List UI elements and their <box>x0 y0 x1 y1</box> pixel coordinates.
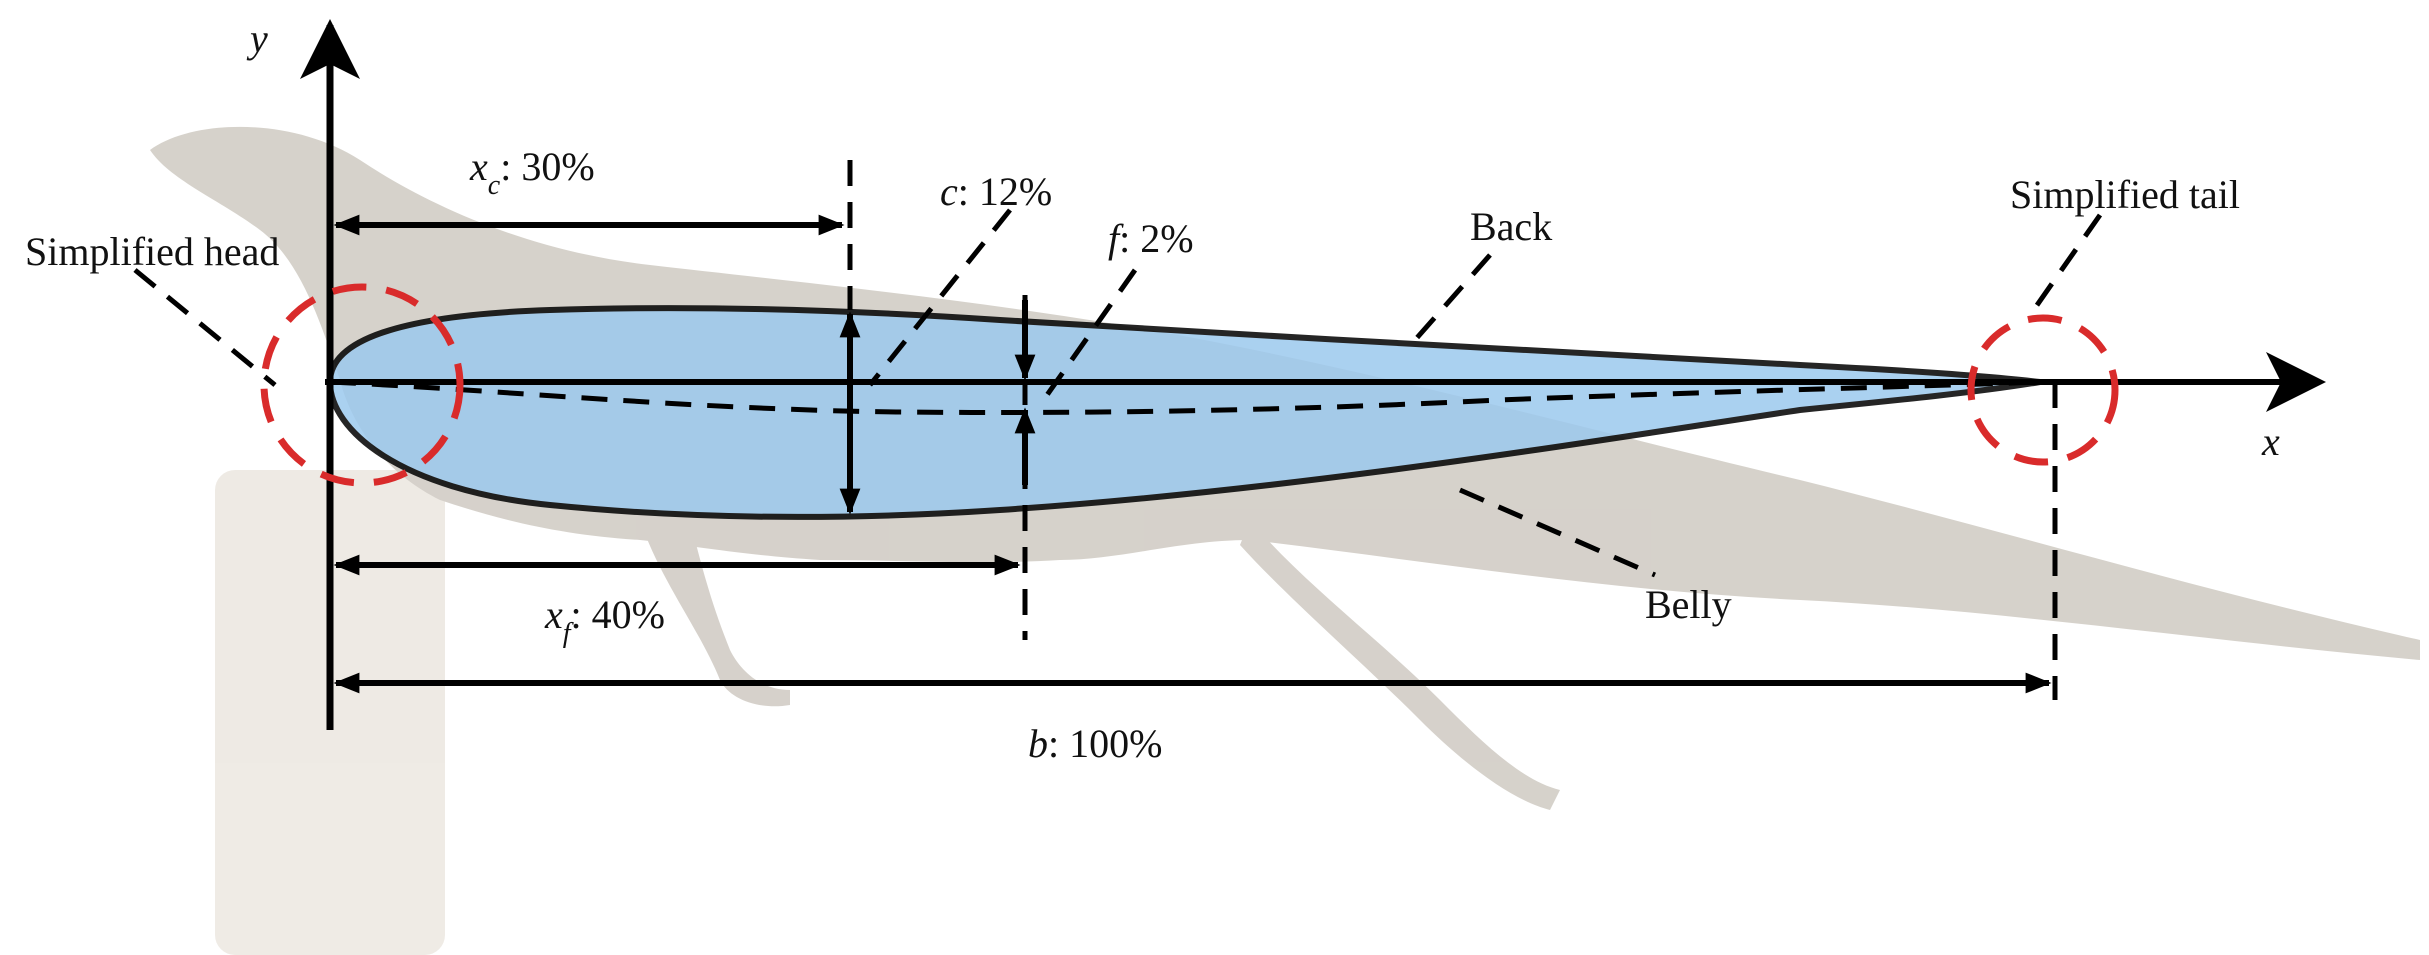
f-label: f: 2% <box>1108 216 1194 261</box>
x-axis-label: x <box>2261 419 2280 464</box>
f-leader-line <box>1037 268 1138 407</box>
y-axis-label: y <box>246 16 268 61</box>
back-label: Back <box>1470 204 1552 249</box>
simplified-tail-label: Simplified tail <box>2010 172 2240 217</box>
xf-label: xf: 40% <box>544 592 665 649</box>
c-label: c: 12% <box>940 169 1052 214</box>
lizard-hindleg <box>1240 520 1560 810</box>
c-leader-line <box>868 208 1012 387</box>
tail-highlight-circle <box>1967 314 2119 466</box>
background-lizard-photo <box>150 126 2420 955</box>
simplified-head-label: Simplified head <box>25 229 279 274</box>
head-leader-line <box>133 268 277 387</box>
b-label: b: 100% <box>1028 721 1162 766</box>
head-highlight-circle <box>260 283 464 487</box>
back-leader-line <box>1413 253 1492 342</box>
belly-leader-line <box>1459 487 1656 578</box>
belly-label: Belly <box>1645 582 1732 627</box>
tail-leader-line <box>2025 213 2103 320</box>
xc-label: xc: 30% <box>469 144 595 201</box>
